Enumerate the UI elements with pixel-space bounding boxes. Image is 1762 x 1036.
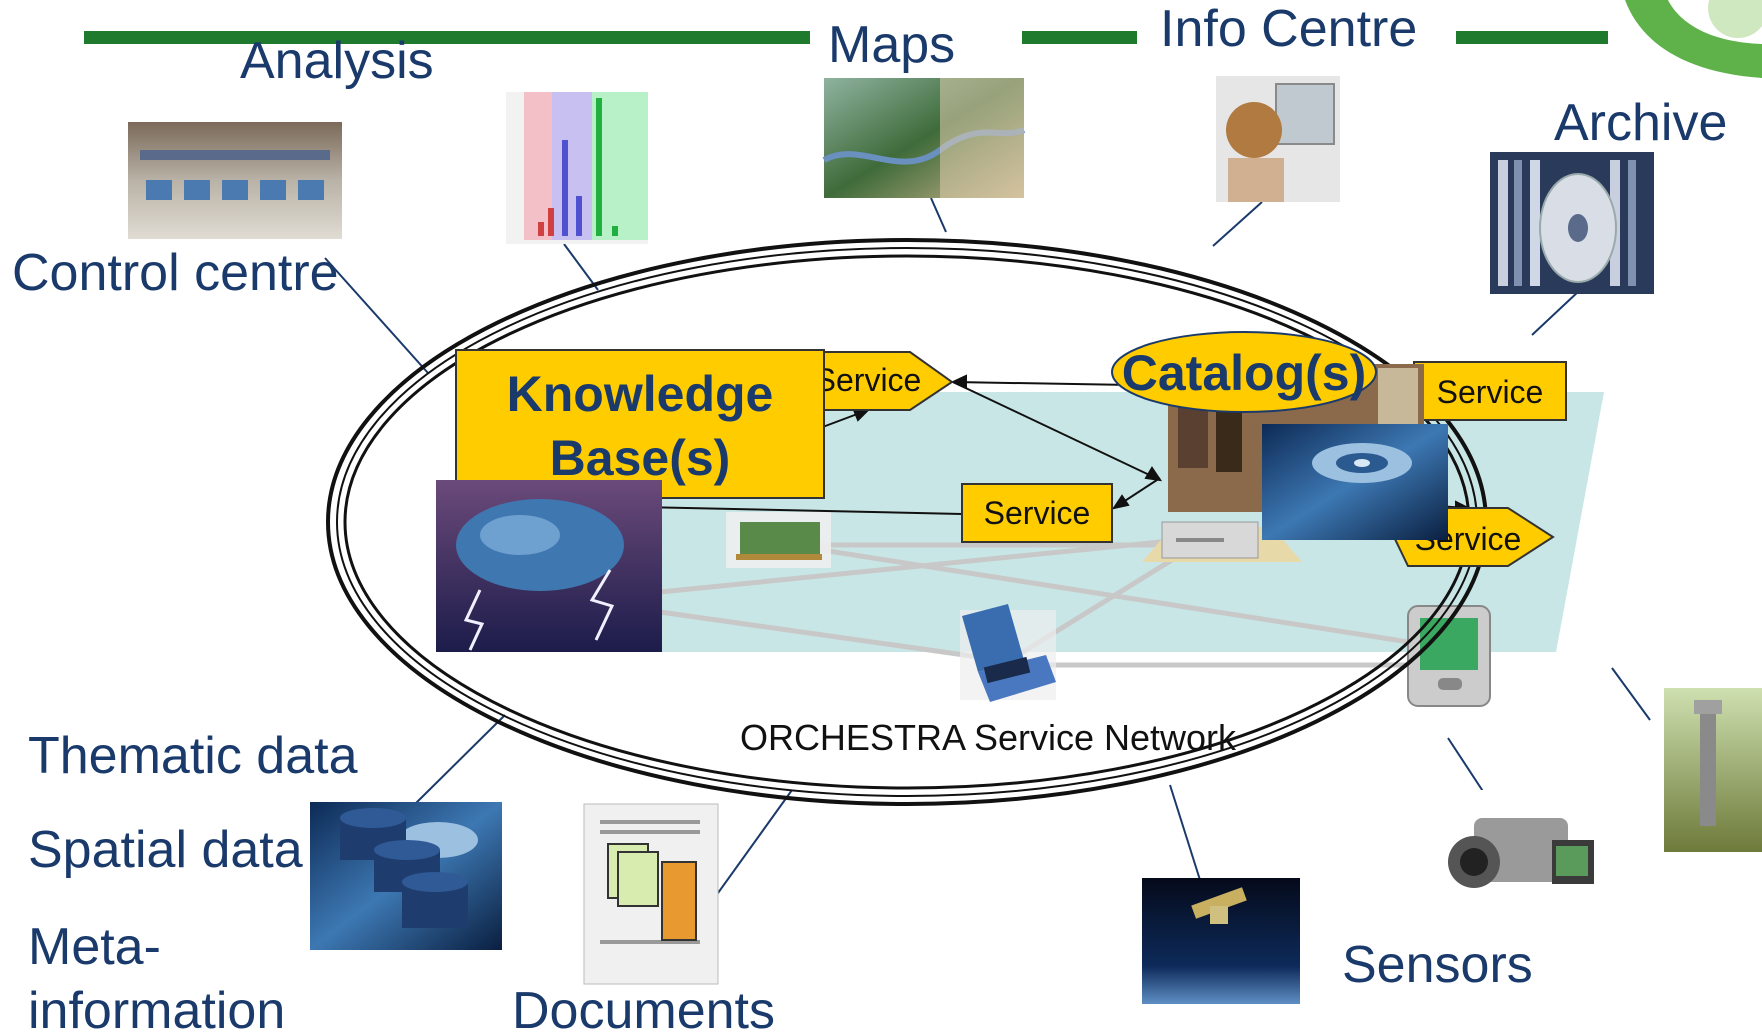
terrain-map-photo-icon (822, 78, 1026, 198)
green-swoosh-logo-icon (1625, 0, 1762, 78)
bar-chart-thumbnail-icon (506, 92, 648, 244)
label-archive: Archive (1554, 94, 1727, 152)
brain-lightning-icon (436, 480, 662, 652)
knowledge-base-node: Knowledge Base(s) (455, 349, 825, 499)
label-control-centre: Control centre (12, 244, 339, 302)
knowledge-base-line1: Knowledge (507, 366, 774, 422)
label-documents: Documents (512, 982, 775, 1036)
label-spatial-data: Spatial data (28, 821, 303, 879)
service-node-middle: Service (961, 483, 1113, 543)
knowledge-base-line2: Base(s) (550, 430, 731, 486)
network-card-icon (726, 512, 831, 568)
top-rule (84, 31, 1608, 44)
label-info-centre: Info Centre (1160, 0, 1417, 58)
service-label: Service (984, 495, 1091, 531)
person-at-computer-photo-icon (1216, 76, 1340, 202)
camcorder-photo-icon (1440, 790, 1594, 916)
service-node-right: Service (1413, 361, 1567, 421)
label-sensors: Sensors (1342, 936, 1533, 994)
control-room-photo-icon (128, 122, 342, 239)
label-thematic-data: Thematic data (28, 727, 358, 785)
connector-lines (324, 197, 1651, 894)
archive-shelves-photo-icon (1490, 152, 1654, 294)
database-cylinders-icon (310, 802, 502, 950)
service-label: Service (1437, 374, 1544, 410)
service-node-top: Service (799, 351, 954, 411)
field-sensor-photo-icon (1664, 688, 1762, 852)
catalog-title: Catalog(s) (1122, 345, 1366, 401)
catalog-node: Catalog(s) (1111, 331, 1377, 413)
service-label: Service (815, 362, 922, 398)
label-meta-line2: information (28, 982, 285, 1036)
label-analysis: Analysis (240, 32, 434, 90)
label-meta-line1: Meta- (28, 918, 161, 976)
documents-folder-icon (583, 803, 719, 985)
label-maps: Maps (828, 16, 955, 74)
catalog-disk-image-icon (1262, 424, 1448, 540)
network-title: ORCHESTRA Service Network (740, 717, 1237, 758)
satellite-photo-icon (1142, 878, 1300, 1004)
handheld-terminal-icon (960, 604, 1056, 702)
pda-icon (1407, 605, 1491, 707)
network-links (659, 537, 1461, 668)
